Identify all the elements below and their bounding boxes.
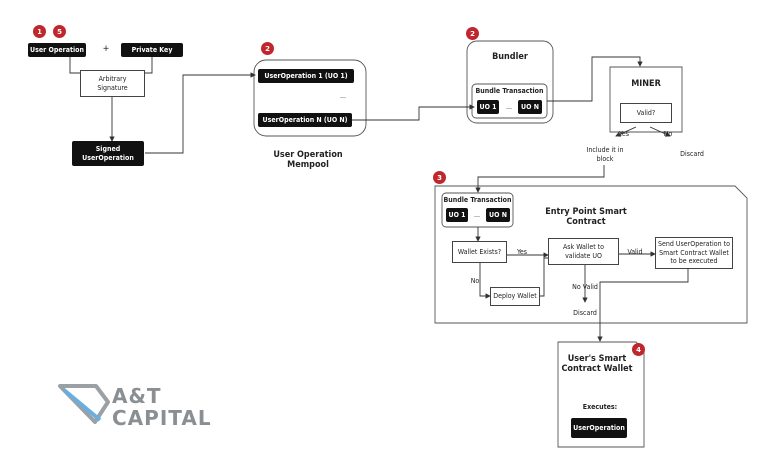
step-badge-entry-point: 3 [433,171,446,184]
entry-point-title: Entry Point Smart Contract [545,207,627,227]
step-badge-5: 5 [53,25,66,38]
mempool-ellipsis: ... [340,92,346,100]
miner-title: MINER [631,79,661,89]
miner-container [609,66,683,133]
smart-wallet-title: User's Smart Contract Wallet [561,354,633,374]
entry-point-container [434,185,748,324]
bundler-uon-box: UO N [518,100,542,114]
logo-line1: A&T [112,384,162,408]
logo-mark [58,384,110,424]
bundler-ellipsis: ... [506,103,512,111]
mempool-op1-box: UserOperation 1 (UO 1) [258,69,354,83]
private-key-box: Private Key [121,43,183,57]
wallet-container [557,341,645,448]
smart-wallet-op-box: UserOperation [571,418,627,438]
step-badge-1: 1 [33,25,46,38]
entry-bundle-box [441,192,514,228]
miner-discard-label: Discard [680,150,704,158]
user-operation-box: User Operation [28,43,86,57]
signed-useroperation-box: Signed UserOperation [72,141,144,166]
bundler-uo1-box: UO 1 [477,100,499,114]
send-useroperation-box: Send UserOperation to Smart Contract Wal… [655,237,733,269]
plus-sign: + [102,44,110,54]
entry-bundle-title: Bundle Transaction [443,196,512,204]
miner-include-label: Include it in block [586,146,624,163]
mempool-opn-box: UserOperation N (UO N) [258,113,352,127]
bundler-container [466,40,554,124]
step-badge-bundler: 2 [466,27,479,40]
arbitrary-signature-box: Arbitrary Signature [80,70,145,97]
wallet-exists-no-label: No [470,277,480,285]
mempool-container [253,59,367,137]
step-badge-wallet: 4 [632,343,645,356]
bundler-bundle-title: Bundle Transaction [475,87,544,95]
entry-discard-label: Discard [573,309,597,317]
entry-uon-box: UO N [486,208,510,222]
entry-ellipsis: ... [474,211,480,219]
entry-uo1-box: UO 1 [446,208,468,222]
ask-wallet-box: Ask Wallet to validate UO [548,238,619,265]
miner-yes-label: Yes [618,130,630,138]
miner-no-label: No [663,130,673,138]
smart-wallet-executes: Executes: [582,403,618,411]
step-badge-mempool: 2 [261,42,274,55]
wallet-exists-yes-label: Yes [516,248,528,256]
mempool-title: User Operation Mempool [273,150,343,170]
no-valid-label: No Valid [572,283,598,291]
miner-valid-box: Valid? [620,103,672,123]
bundler-title: Bundler [492,52,528,62]
wallet-exists-box: Wallet Exists? [452,241,507,263]
deploy-wallet-box: Deploy Wallet [490,287,540,306]
valid-label: Valid [627,248,643,256]
logo-line2: CAPITAL [112,406,212,430]
